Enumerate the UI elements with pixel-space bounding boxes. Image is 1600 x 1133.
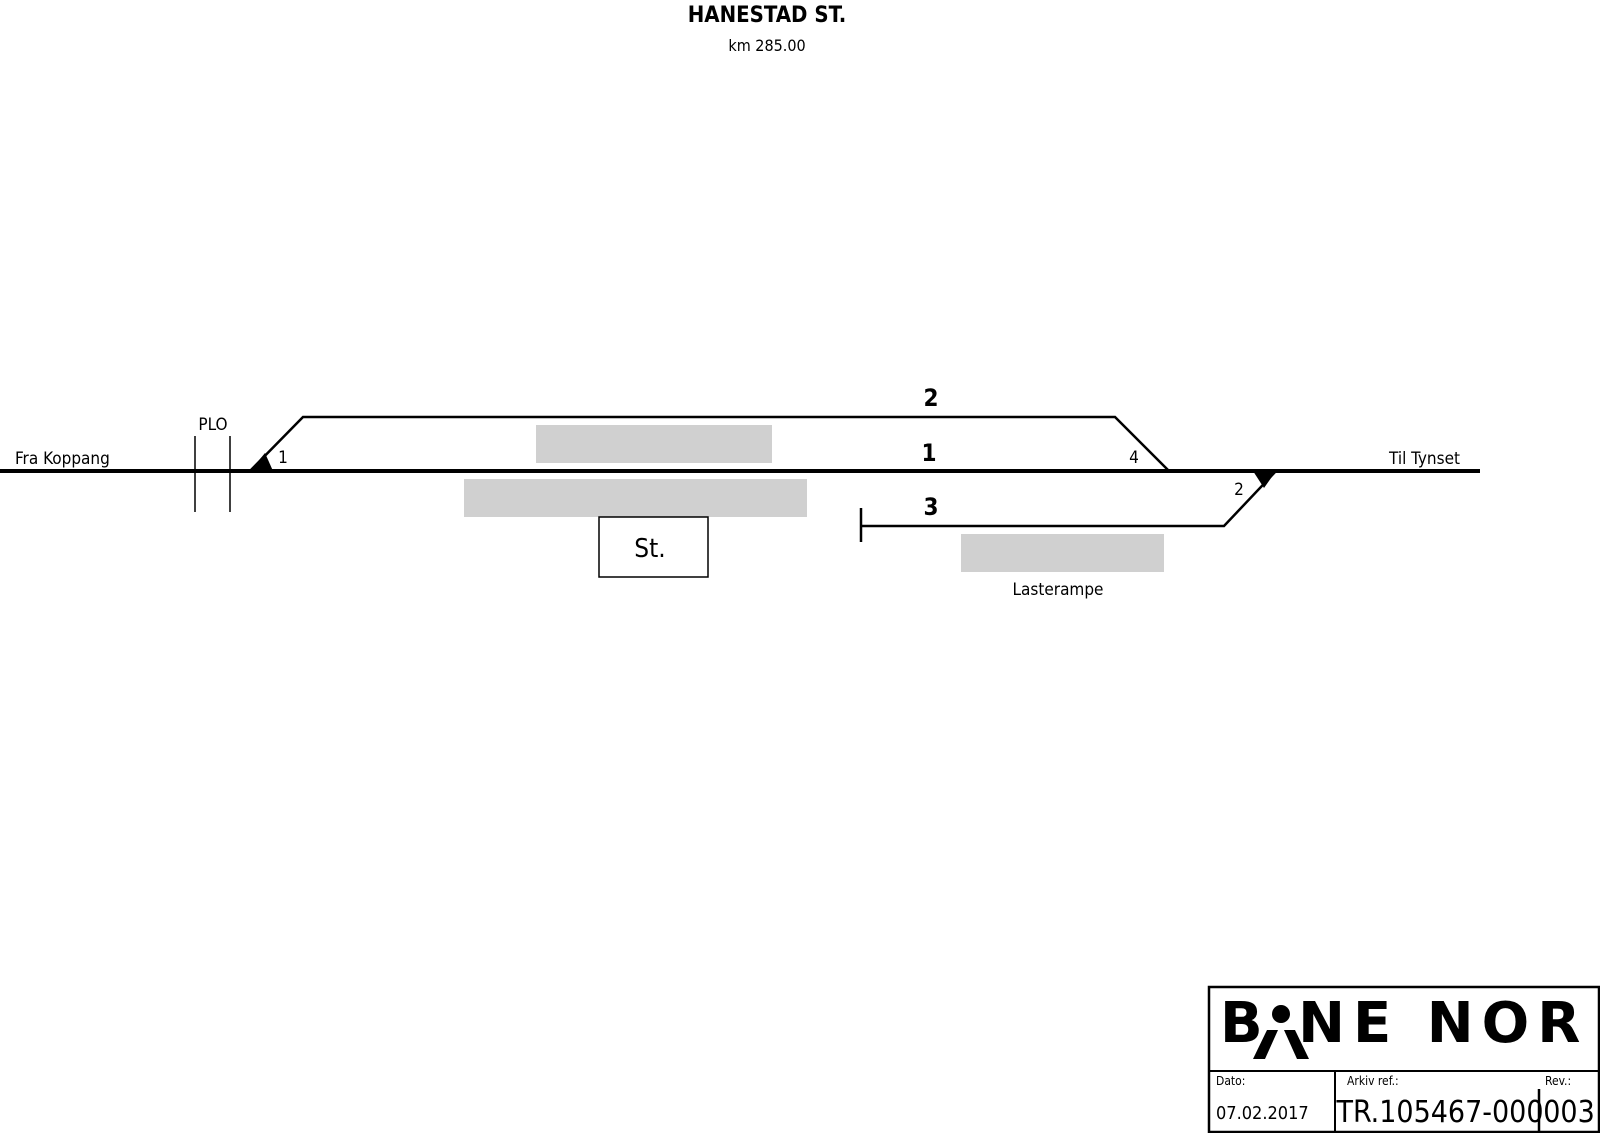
- track-2: [249, 415, 1170, 472]
- switch-2-number: 2: [1234, 480, 1244, 500]
- archive-value: TR.105467-000: [1336, 1095, 1544, 1130]
- track-1-number: 1: [921, 439, 936, 467]
- switch-1-marker: [250, 453, 273, 471]
- loading-ramp-label: Lasterampe: [1013, 580, 1104, 600]
- platform-track-2: [536, 425, 772, 463]
- logo-a-left-leg: [1253, 1030, 1278, 1059]
- logo-text: B NE NOR: [1220, 991, 1588, 1056]
- west-direction-label: Fra Koppang: [15, 449, 110, 469]
- track-3-number: 3: [923, 493, 938, 521]
- station-title: HANESTAD ST.: [688, 3, 847, 28]
- logo-a-right-leg: [1284, 1030, 1309, 1059]
- station-building-label: St.: [634, 534, 665, 564]
- loading-ramp-platform: [961, 534, 1164, 572]
- date-label: Dato:: [1216, 1074, 1245, 1088]
- track-2-number: 2: [923, 384, 938, 412]
- switch-1-number: 1: [278, 448, 288, 468]
- platform-main: [464, 479, 807, 517]
- switch-2-marker: [1253, 471, 1276, 488]
- track-3: [861, 470, 1277, 528]
- station-building: [598, 516, 709, 578]
- station-km: km 285.00: [728, 36, 805, 55]
- east-direction-label: Til Tynset: [1388, 449, 1460, 469]
- title-block: B NE NOR Dato: 07.02.2017 Arkiv ref.: TR…: [1207, 985, 1600, 1133]
- rev-label: Rev.:: [1545, 1074, 1571, 1088]
- plo-label: PLO: [198, 415, 227, 435]
- logo-a-dot: [1272, 1005, 1290, 1023]
- bane-nor-logo: B NE NOR: [1220, 991, 1588, 1059]
- date-value: 07.02.2017: [1216, 1103, 1309, 1124]
- switch-4-number: 4: [1129, 448, 1139, 468]
- rev-value: 003: [1543, 1095, 1595, 1130]
- archive-label: Arkiv ref.:: [1347, 1074, 1399, 1088]
